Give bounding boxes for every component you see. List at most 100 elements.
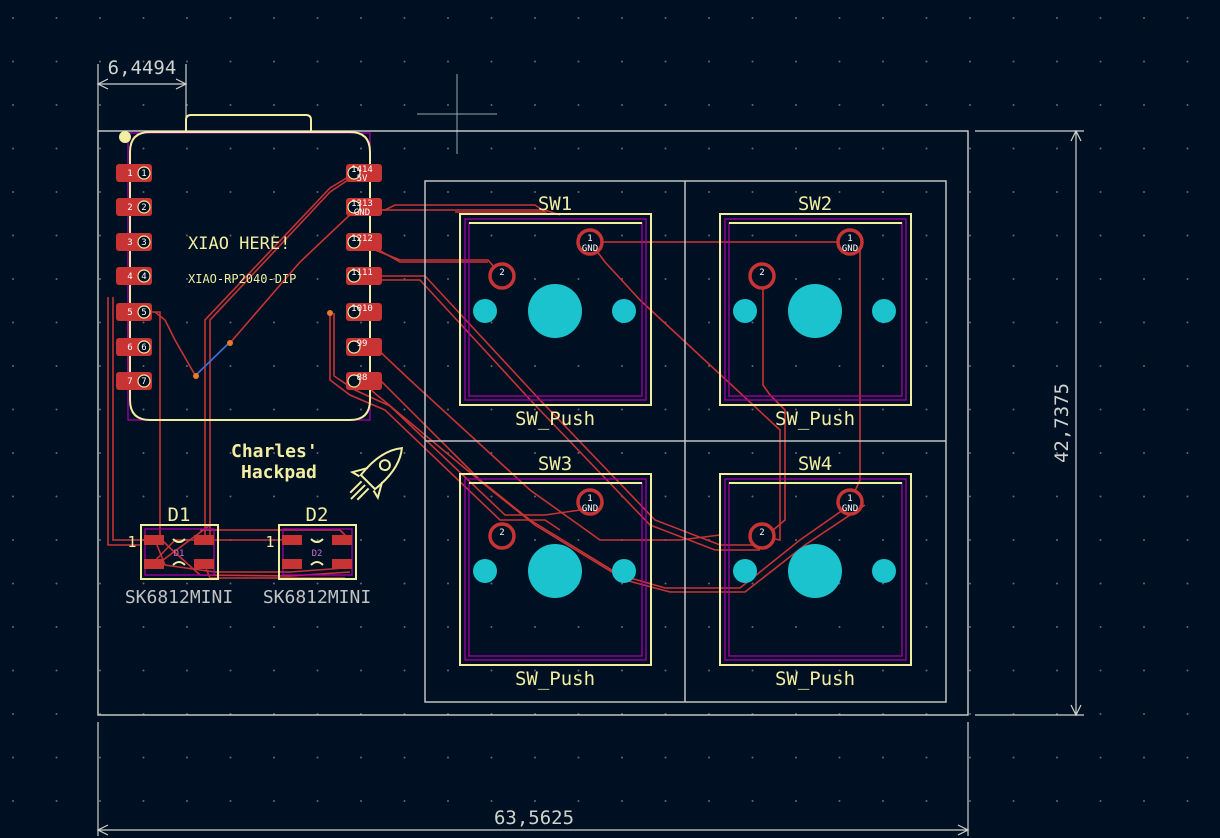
pad-number: 1212 [351, 234, 373, 244]
switch-center-hole [788, 544, 842, 598]
switch-pad-2[interactable]: 2 [488, 262, 516, 290]
pad-number: 2 [127, 203, 132, 213]
switch-value: SW_Push [775, 408, 855, 430]
switch-ref: SW1 [538, 193, 572, 215]
xiao-label: XIAO HERE! [188, 234, 290, 254]
led-pin1-label: 1 [127, 533, 136, 551]
switch-peg-hole [733, 299, 757, 323]
xiao-pad-right-9[interactable]: 99 [346, 338, 382, 356]
pad-number: 1 [847, 494, 852, 504]
board-outline[interactable] [97, 130, 969, 716]
switch-ref: SW2 [798, 193, 832, 215]
pad-net: GND [842, 244, 858, 254]
pad-number: 3 [141, 238, 146, 248]
switch-pad-2[interactable]: 2 [748, 262, 776, 290]
dimension-right-height[interactable]: 42,7375 [975, 129, 1084, 717]
pad-number: 1 [141, 169, 146, 179]
switch-pad-2[interactable]: 2 [748, 522, 776, 550]
led-pad[interactable] [282, 559, 302, 569]
pad-number: 3 [127, 238, 132, 248]
pad-number: 2 [499, 528, 504, 538]
pad-net: GND [582, 504, 598, 514]
switch-peg-hole [872, 559, 896, 583]
xiao-silk-outline [129, 131, 371, 421]
pad-number: 1010 [351, 304, 373, 314]
led-pad[interactable] [194, 535, 214, 545]
switch-peg-hole [872, 299, 896, 323]
xiao-usb-outline [185, 114, 312, 132]
pad-number: 1 [587, 494, 592, 504]
led-fab-ref: D1 [174, 549, 185, 559]
pad-number: 1111 [351, 268, 373, 278]
pad-number: 99 [357, 339, 368, 349]
led-pad[interactable] [282, 535, 302, 545]
led-value: SK6812MINI [263, 587, 371, 608]
led-value: SK6812MINI [125, 587, 233, 608]
via[interactable] [327, 310, 333, 316]
pad-net: GND [582, 244, 598, 254]
dimension-right-height-label: 42,7375 [1051, 383, 1073, 463]
pin1-marker [119, 131, 131, 143]
switch-grid[interactable]: SW1SW_Push1GND2SW2SW_Push1GND2SW3SW_Push… [424, 180, 947, 703]
vias[interactable] [193, 310, 333, 379]
xiao-pad-right-11[interactable]: 1111 [346, 267, 382, 285]
switch-center-hole [528, 544, 582, 598]
dimension-bottom-width-label: 63,5625 [494, 807, 574, 829]
switch-peg-hole [612, 559, 636, 583]
xiao-pad-right-8[interactable]: 88 [346, 372, 382, 390]
pad-number: 2 [759, 268, 764, 278]
dimension-top-width[interactable]: 6,4494 [96, 57, 188, 131]
pad-number: 6 [127, 343, 132, 353]
xiao-pad-right-10[interactable]: 1010 [346, 303, 382, 321]
xiao-pad-right-12[interactable]: 1212 [346, 233, 382, 251]
led-pin1-label: 1 [265, 533, 274, 551]
pad-number: 6 [141, 343, 146, 353]
via[interactable] [227, 340, 233, 346]
via[interactable] [193, 373, 199, 379]
xiao-value: XIAO-RP2040-DIP [188, 272, 296, 286]
pad-number: 88 [357, 373, 368, 383]
switch-pad-2[interactable]: 2 [488, 522, 516, 550]
led-pad[interactable] [144, 559, 164, 569]
dimension-bottom-width[interactable]: 63,5625 [96, 722, 970, 836]
pad-net: GND [354, 208, 370, 218]
switch-peg-hole [473, 299, 497, 323]
switch-peg-hole [733, 559, 757, 583]
pad-number: 2 [499, 268, 504, 278]
led-pad[interactable] [144, 535, 164, 545]
pad-number: 2 [141, 203, 146, 213]
switch-value: SW_Push [775, 668, 855, 690]
switch-center-hole [528, 284, 582, 338]
pad-number: 1414 [351, 165, 373, 175]
led-pad[interactable] [194, 559, 214, 569]
led-pad[interactable] [332, 535, 352, 545]
pad-number: 4 [127, 272, 132, 282]
pad-number: 4 [141, 272, 146, 282]
pad-net: GND [842, 504, 858, 514]
led-pad[interactable] [332, 559, 352, 569]
